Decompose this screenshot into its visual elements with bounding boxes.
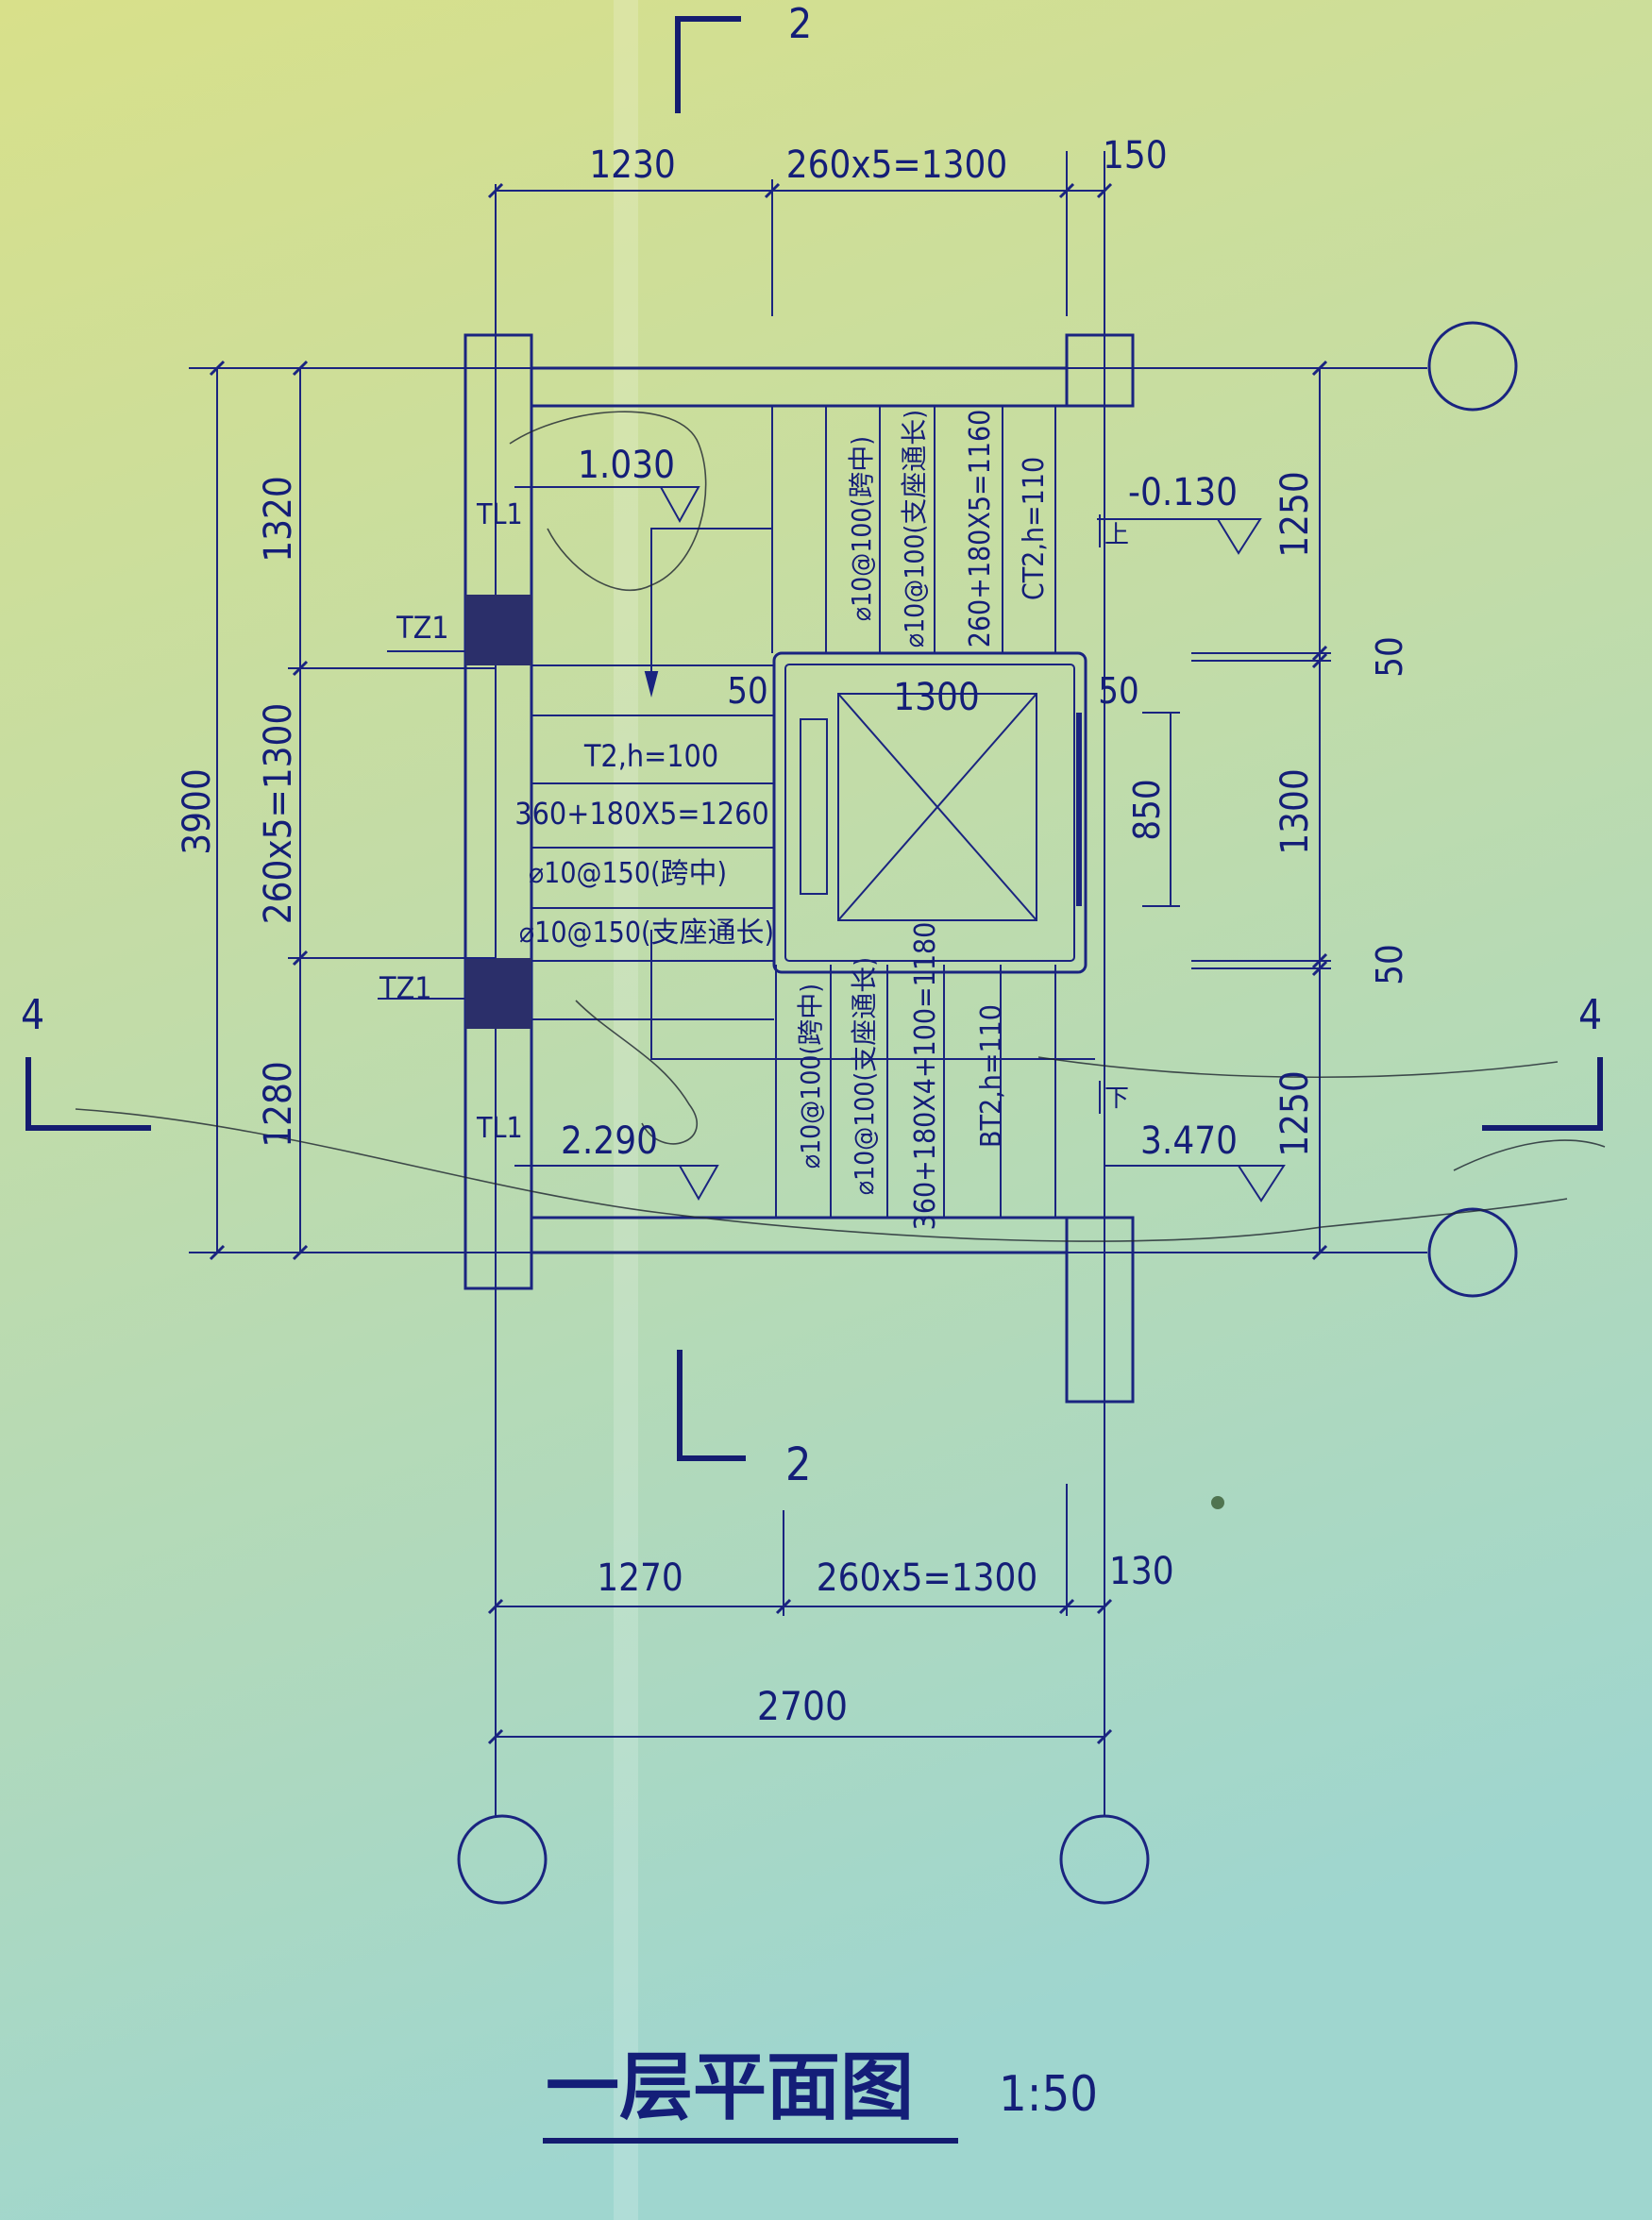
scribble	[75, 1108, 1568, 1242]
down-marker: 下	[1104, 1085, 1129, 1113]
dimension-lines	[216, 151, 1331, 1738]
up-arrow-path	[650, 528, 772, 694]
scribble	[1453, 1139, 1606, 1171]
dim-shaft-850: 850	[1126, 779, 1168, 840]
shaft-void	[837, 693, 1037, 921]
bottom-right-column	[1065, 1216, 1135, 1404]
dim-left-1320: 1320	[257, 476, 300, 563]
section-2-top-number: 2	[788, 0, 812, 48]
label-tz1-lower: TZ1	[379, 970, 432, 1006]
elevation-markers	[514, 486, 1286, 1202]
dim-right-50-top: 50	[1369, 636, 1410, 678]
section-4-left-number: 4	[21, 991, 44, 1039]
bottom-flight-name: BT2,h=110	[975, 1004, 1008, 1148]
up-marker: 上	[1104, 521, 1129, 549]
section-2-top-symbol	[675, 16, 741, 113]
scribble	[1037, 1056, 1559, 1079]
paper-stain	[1211, 1496, 1224, 1509]
bottom-flight-rebar-span: ⌀10@100(跨中)	[795, 984, 826, 1169]
dim-right-1250-bottom: 1250	[1273, 1070, 1317, 1157]
paper-fold-crease	[614, 0, 638, 2220]
left-stair-beam	[464, 333, 533, 1290]
label-tl1-lower: TL1	[476, 1112, 523, 1145]
dim-top-150: 150	[1103, 134, 1168, 177]
elevation-lower: 2.290	[561, 1119, 658, 1163]
pencil-scribbles	[75, 411, 1606, 1242]
bottom-flight-rebar-support: ⌀10@100(支座通长)	[849, 957, 880, 1195]
dim-shaft-50-right: 50	[1098, 670, 1139, 712]
dimension-ticks	[209, 182, 1328, 1745]
bottom-flight-steps: 360+180X4+100=1180	[909, 922, 942, 1231]
shaft-outer	[772, 651, 1087, 974]
elev-triangle-lower	[678, 1165, 719, 1202]
top-flight-rebar-support: ⌀10@100(支座通长)	[899, 410, 930, 648]
elev-triangle-entry	[1216, 518, 1262, 555]
dim-left-1300: 260x5=1300	[257, 703, 300, 925]
section-cut-symbols	[25, 16, 1603, 1461]
shaft-inner	[784, 664, 1075, 962]
labels: 2 2 4 4 1230 260x5=1300 150 1270 260x5=1…	[21, 0, 1602, 2130]
drawing-scale: 1:50	[999, 2066, 1098, 2123]
elevation-upper: 1.030	[578, 444, 675, 487]
middle-flight-name: T2,h=100	[583, 738, 718, 774]
component-leaders	[378, 650, 465, 1000]
middle-flight-steps: 360+180X5=1260	[514, 796, 768, 832]
scribble	[575, 1000, 698, 1145]
tz1-column-lower	[465, 958, 531, 1029]
top-right-column	[1065, 333, 1135, 408]
section-2-bottom-symbol	[677, 1350, 746, 1461]
dim-right-1250-top: 1250	[1273, 471, 1317, 558]
dim-bottom-1270: 1270	[597, 1556, 683, 1600]
dim-left-3900: 3900	[176, 768, 219, 855]
dim-top-1230: 1230	[589, 143, 676, 187]
void-cross-b	[837, 693, 1037, 921]
elevation-entry: -0.130	[1128, 471, 1238, 514]
down-arrow-path	[650, 930, 1095, 1060]
elev-triangle-top	[1237, 1165, 1286, 1202]
section-4-right-symbol	[1482, 1057, 1603, 1131]
central-shaft	[772, 651, 1087, 974]
elev-triangle-upper	[659, 486, 700, 524]
top-flight-rebar-span: ⌀10@100(跨中)	[846, 436, 877, 621]
elevation-top: 3.470	[1140, 1119, 1238, 1163]
label-tl1-upper: TL1	[476, 498, 523, 531]
middle-flight-rebar-span: ⌀10@150(跨中)	[529, 857, 727, 890]
grid-bubble-bottom-left	[457, 1814, 548, 1905]
tz1-column-upper	[465, 595, 531, 665]
middle-flight-rebar-support: ⌀10@150(支座通长)	[519, 917, 774, 950]
top-flight-name: CT2,h=110	[1018, 457, 1051, 600]
dim-bottom-1300: 260x5=1300	[817, 1556, 1038, 1600]
dim-right-50-bottom: 50	[1369, 944, 1410, 985]
section-4-left-symbol	[25, 1057, 151, 1131]
section-4-right-number: 4	[1578, 991, 1602, 1039]
drawing-title: 一层平面图	[546, 2045, 914, 2130]
shaft-handrail-left	[800, 718, 828, 895]
structure	[464, 333, 1135, 1404]
up-arrow-head	[644, 671, 659, 698]
dim-bottom-2700: 2700	[757, 1683, 848, 1729]
dim-left-1280: 1280	[257, 1061, 300, 1148]
dim-top-1300: 260x5=1300	[786, 143, 1008, 187]
label-tz1-upper: TZ1	[396, 610, 449, 646]
grid-bubble-bottom-right	[1427, 1207, 1518, 1298]
top-flight-steps: 260+180X5=1160	[964, 410, 997, 648]
dim-right-1300: 1300	[1273, 768, 1317, 855]
stair-treads	[531, 406, 1056, 1218]
grid-bubbles	[457, 321, 1518, 1905]
dim-shaft-50-left: 50	[727, 670, 768, 712]
scribble	[509, 411, 707, 591]
grid-bubble-top-right	[1427, 321, 1518, 412]
stair-arrows	[644, 514, 1101, 1114]
dim-bottom-130: 130	[1109, 1550, 1174, 1593]
dim-shaft-1300: 1300	[893, 676, 980, 719]
section-2-bottom-number: 2	[785, 1438, 811, 1491]
